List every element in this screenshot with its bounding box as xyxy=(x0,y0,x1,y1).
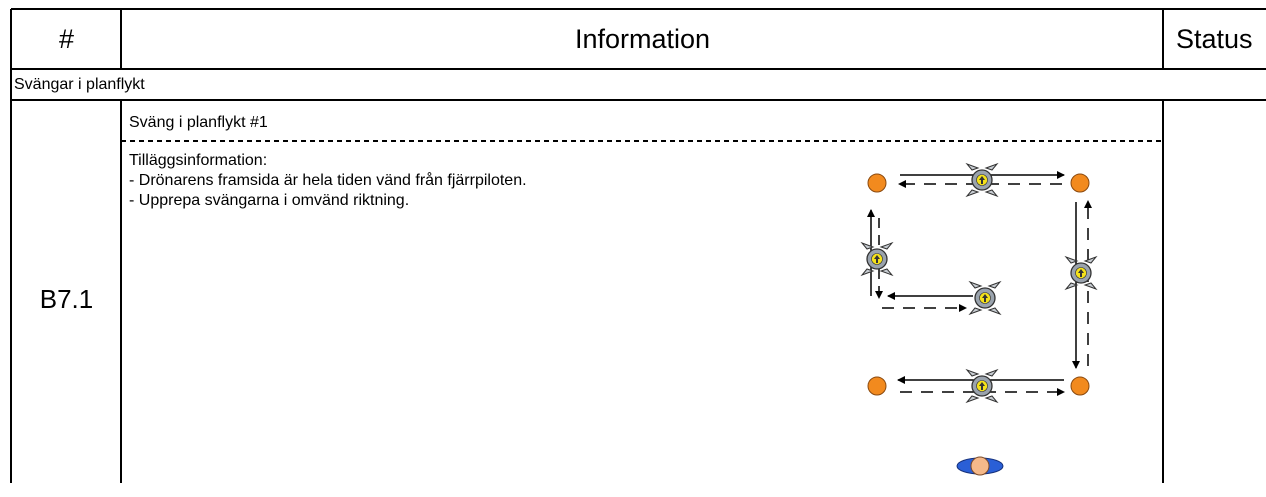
table-grid xyxy=(10,8,1266,483)
exercise-title: Sväng i planflykt #1 xyxy=(129,114,268,131)
row-id: B7.1 xyxy=(39,283,94,314)
drone-icon xyxy=(861,242,893,276)
header-information: Information xyxy=(574,24,711,54)
info-line-2: - Upprepa svängarna i omvänd riktning. xyxy=(129,192,410,209)
pilot-icon xyxy=(956,456,1004,476)
cone-marker xyxy=(1070,173,1090,193)
cone-marker xyxy=(1070,376,1090,396)
cone-marker xyxy=(867,376,887,396)
info-line-1: - Drönarens framsida är hela tiden vänd … xyxy=(129,172,527,189)
flight-pattern-diagram xyxy=(861,163,1097,476)
drone-icon xyxy=(966,369,998,403)
drone-icon xyxy=(969,281,1001,315)
header-number: # xyxy=(58,24,75,54)
info-heading: Tilläggsinformation: xyxy=(129,152,268,169)
drone-icon xyxy=(1065,256,1097,290)
header-status: Status xyxy=(1176,24,1253,54)
drone-icon xyxy=(966,163,998,197)
cone-marker xyxy=(867,173,887,193)
row-status xyxy=(1164,101,1266,483)
section-title: Svängar i planflykt xyxy=(14,76,145,93)
